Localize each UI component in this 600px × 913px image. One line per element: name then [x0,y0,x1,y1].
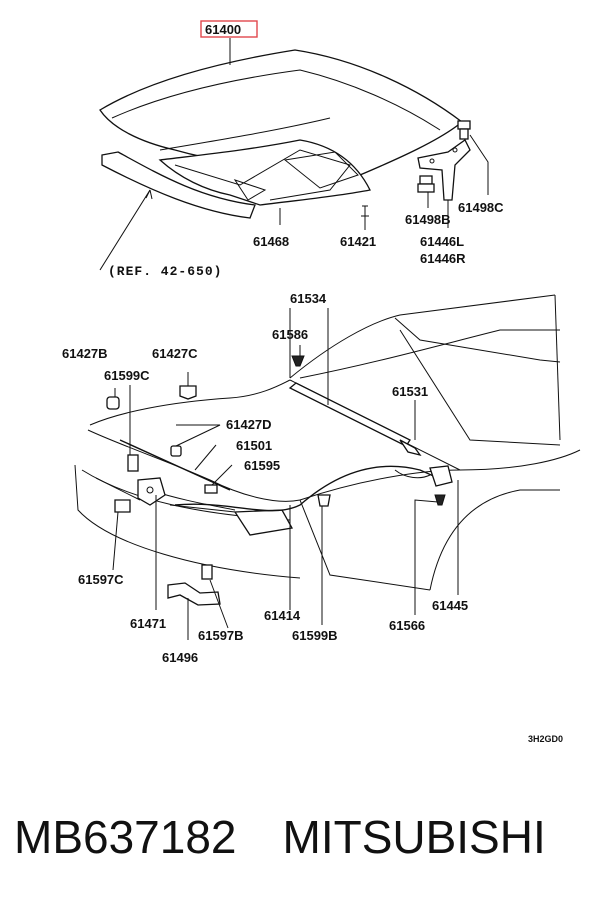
hood-seal-61531 [399,439,422,457]
label-ref: (REF. 42-650) [108,264,222,279]
label-61597c: 61597C [78,572,124,587]
clip-61597c-icon [114,499,131,513]
label-61400: 61400 [205,22,241,37]
label-61595: 61595 [244,458,280,473]
label-61597b: 61597B [198,628,244,643]
label-61421: 61421 [340,234,376,249]
label-61446l: 61446L [420,234,464,249]
label-61427c: 61427C [152,346,198,361]
label-61427d: 61427D [226,417,272,432]
label-61427b: 61427B [62,346,108,361]
label-61446r: 61446R [420,251,466,266]
clip-61595-icon [204,484,218,494]
clip-61586-icon [291,355,305,367]
label-61534: 61534 [290,291,327,306]
hood-seal-strip [101,151,256,219]
bracket-61496 [167,582,221,606]
release-cable [174,465,439,512]
bolt-61498c-icon [457,120,471,140]
bumper-61427d-icon [170,445,182,457]
part-number: MB637182 [14,811,237,863]
label-61496: 61496 [162,650,198,665]
brand-name: MITSUBISHI [282,811,546,863]
clip-61599b-icon [317,494,331,507]
label-61498c: 61498C [458,200,504,215]
label-61566: 61566 [389,618,425,633]
hood-latch [137,477,166,506]
label-61599c: 61599C [104,368,150,383]
clip-61421-icon [361,205,369,217]
striker-61445 [429,465,453,487]
support-rod-61501 [119,439,231,491]
hood-panel [99,49,464,206]
label-61468: 61468 [253,234,289,249]
part-highlight-box [200,20,258,38]
label-61471: 61471 [130,616,166,631]
lock-61599c-icon [127,454,139,472]
label-61586: 61586 [272,327,308,342]
label-61501: 61501 [236,438,272,453]
bumper-61427b-icon [106,396,120,410]
footer: MB637182 MITSUBISHI [14,802,594,872]
label-61445: 61445 [432,598,468,613]
label-61498b: 61498B [405,212,451,227]
diagram-code: 3H2GD0 [528,734,563,744]
label-61531: 61531 [392,384,428,399]
label-61599b: 61599B [292,628,338,643]
clip-61597b-icon [201,564,213,580]
nut-61498b-icon [417,175,435,193]
bolt-61566-icon [434,494,446,506]
label-61414: 61414 [264,608,301,623]
hood-hinge [417,139,471,201]
bracket-61427c-icon [179,385,197,400]
hood-support-rod [288,382,411,447]
